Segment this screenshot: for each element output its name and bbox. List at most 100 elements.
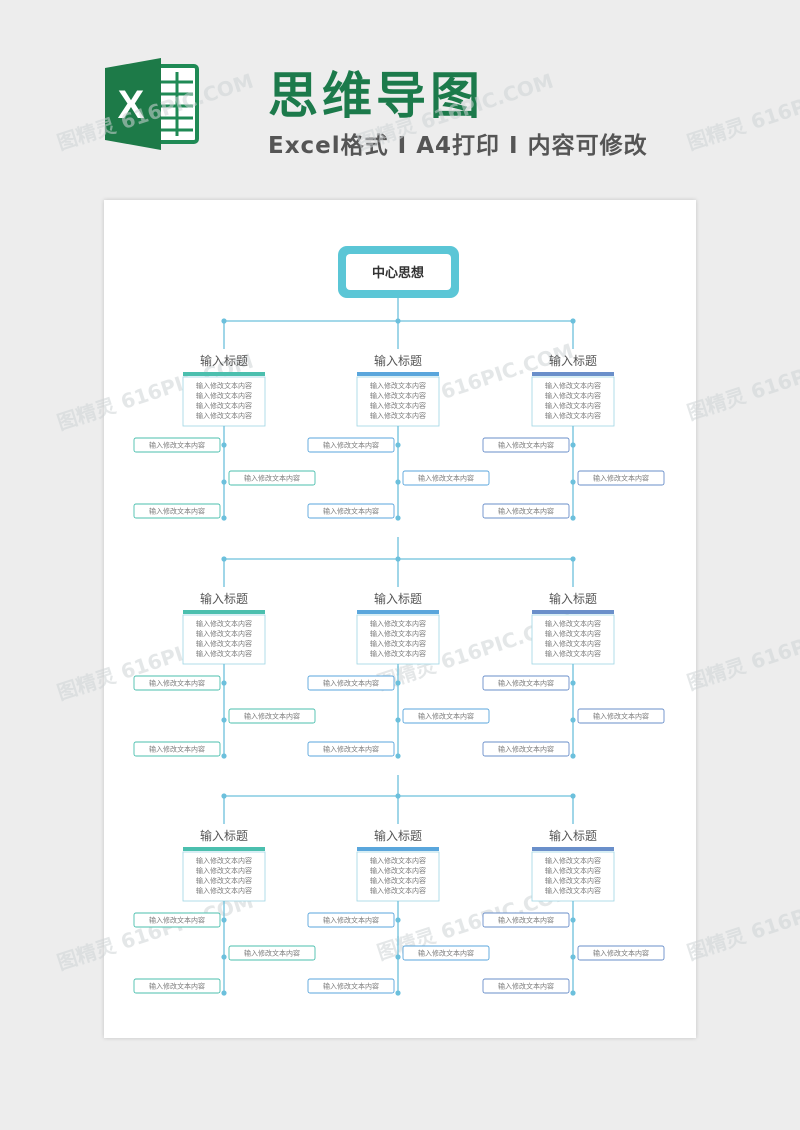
sub-item-box xyxy=(402,708,490,724)
branch-detail-box xyxy=(356,614,440,665)
sub-item-box xyxy=(577,708,665,724)
connector-dot xyxy=(221,442,227,448)
sub-item-label: 输入修改文本内容 xyxy=(244,949,300,958)
branch-detail-line: 输入修改文本内容 xyxy=(196,401,252,410)
branch-detail-line: 输入修改文本内容 xyxy=(196,856,252,865)
sub-item-box xyxy=(133,503,221,519)
root-node-inner xyxy=(346,254,451,290)
sub-item-box xyxy=(577,470,665,486)
branch-detail-line: 输入修改文本内容 xyxy=(370,619,426,628)
branch-detail-line: 输入修改文本内容 xyxy=(370,856,426,865)
sub-item-label: 输入修改文本内容 xyxy=(323,441,379,450)
sub-item-label: 输入修改文本内容 xyxy=(149,916,205,925)
sub-item-box xyxy=(307,912,395,928)
branch-detail-line: 输入修改文本内容 xyxy=(370,401,426,410)
branch-detail-line: 输入修改文本内容 xyxy=(545,401,601,410)
branch-detail-line: 输入修改文本内容 xyxy=(196,629,252,638)
sub-item-box xyxy=(133,741,221,757)
branch-detail-line: 输入修改文本内容 xyxy=(196,619,252,628)
connector-dot xyxy=(570,479,576,485)
branch-title: 输入标题 xyxy=(200,828,248,843)
branch-detail-line: 输入修改文本内容 xyxy=(196,411,252,420)
branch-detail-line: 输入修改文本内容 xyxy=(370,649,426,658)
branch-title: 输入标题 xyxy=(549,353,597,368)
watermark-text: 图精灵 616PIC.COM xyxy=(54,889,256,975)
sub-item-label: 输入修改文本内容 xyxy=(593,949,649,958)
branch-detail-box xyxy=(356,376,440,427)
connector-dot xyxy=(221,917,227,923)
connector-dot xyxy=(570,680,576,686)
branch-detail-line: 输入修改文本内容 xyxy=(196,876,252,885)
connector-dot xyxy=(570,990,576,996)
sub-item-label: 输入修改文本内容 xyxy=(418,949,474,958)
branch-detail-line: 输入修改文本内容 xyxy=(545,629,601,638)
branch-detail-line: 输入修改文本内容 xyxy=(545,381,601,390)
branch-detail-line: 输入修改文本内容 xyxy=(370,381,426,390)
connector-dot xyxy=(221,717,227,723)
sub-item-box xyxy=(402,470,490,486)
sub-item-label: 输入修改文本内容 xyxy=(498,982,554,991)
branch-detail-line: 输入修改文本内容 xyxy=(545,639,601,648)
sub-item-label: 输入修改文本内容 xyxy=(498,679,554,688)
sub-item-box xyxy=(482,437,570,453)
sub-item-box xyxy=(402,945,490,961)
sub-item-label: 输入修改文本内容 xyxy=(244,712,300,721)
branch-detail-box xyxy=(531,376,615,427)
sub-item-box xyxy=(482,978,570,994)
sub-item-label: 输入修改文本内容 xyxy=(498,507,554,516)
sub-item-box xyxy=(482,503,570,519)
watermark-text: 图精灵 616PIC.COM xyxy=(684,339,800,425)
branch-accent-bar xyxy=(183,372,265,376)
sub-item-box xyxy=(228,470,316,486)
branch-detail-line: 输入修改文本内容 xyxy=(545,411,601,420)
connector-dot xyxy=(395,717,401,723)
connector-dot xyxy=(395,515,401,521)
branch-detail-line: 输入修改文本内容 xyxy=(545,876,601,885)
sub-item-label: 输入修改文本内容 xyxy=(593,474,649,483)
sub-item-box xyxy=(482,675,570,691)
branch-title: 输入标题 xyxy=(374,353,422,368)
branch-accent-bar xyxy=(357,610,439,614)
connector-dot xyxy=(570,917,576,923)
branch-detail-line: 输入修改文本内容 xyxy=(370,866,426,875)
connector-dot xyxy=(395,990,401,996)
watermark-text: 图精灵 616PIC.COM xyxy=(684,879,800,965)
sub-item-box xyxy=(133,675,221,691)
sub-item-label: 输入修改文本内容 xyxy=(418,712,474,721)
branch-accent-bar xyxy=(183,847,265,851)
sub-item-box xyxy=(228,708,316,724)
connector-dot xyxy=(395,954,401,960)
sub-item-label: 输入修改文本内容 xyxy=(418,474,474,483)
watermark-text: 图精灵 616PIC.COM xyxy=(684,69,800,155)
branch-detail-line: 输入修改文本内容 xyxy=(196,391,252,400)
sub-item-box xyxy=(133,437,221,453)
sub-item-box xyxy=(577,945,665,961)
connector-dot xyxy=(395,753,401,759)
branch-detail-line: 输入修改文本内容 xyxy=(370,876,426,885)
sub-item-box xyxy=(307,503,395,519)
sub-item-label: 输入修改文本内容 xyxy=(244,474,300,483)
branch-detail-line: 输入修改文本内容 xyxy=(196,639,252,648)
branch-detail-line: 输入修改文本内容 xyxy=(370,629,426,638)
branch-detail-box xyxy=(356,851,440,902)
connector-dot xyxy=(221,515,227,521)
branch-accent-bar xyxy=(532,372,614,376)
connector-dot xyxy=(221,954,227,960)
branch-accent-bar xyxy=(357,372,439,376)
sub-item-box xyxy=(228,945,316,961)
connector-dot xyxy=(221,680,227,686)
connector-dot xyxy=(570,717,576,723)
page-title: 思维导图 xyxy=(268,67,484,125)
branch-detail-box xyxy=(182,614,266,665)
branch-title: 输入标题 xyxy=(549,828,597,843)
branch-detail-line: 输入修改文本内容 xyxy=(370,411,426,420)
sub-item-box xyxy=(307,978,395,994)
sub-item-label: 输入修改文本内容 xyxy=(498,916,554,925)
branch-detail-line: 输入修改文本内容 xyxy=(370,886,426,895)
connector-dot xyxy=(570,515,576,521)
watermark-text: 图精灵 616PIC.COM xyxy=(54,69,256,155)
connector-dot xyxy=(570,954,576,960)
sub-item-label: 输入修改文本内容 xyxy=(323,679,379,688)
sub-item-box xyxy=(482,912,570,928)
